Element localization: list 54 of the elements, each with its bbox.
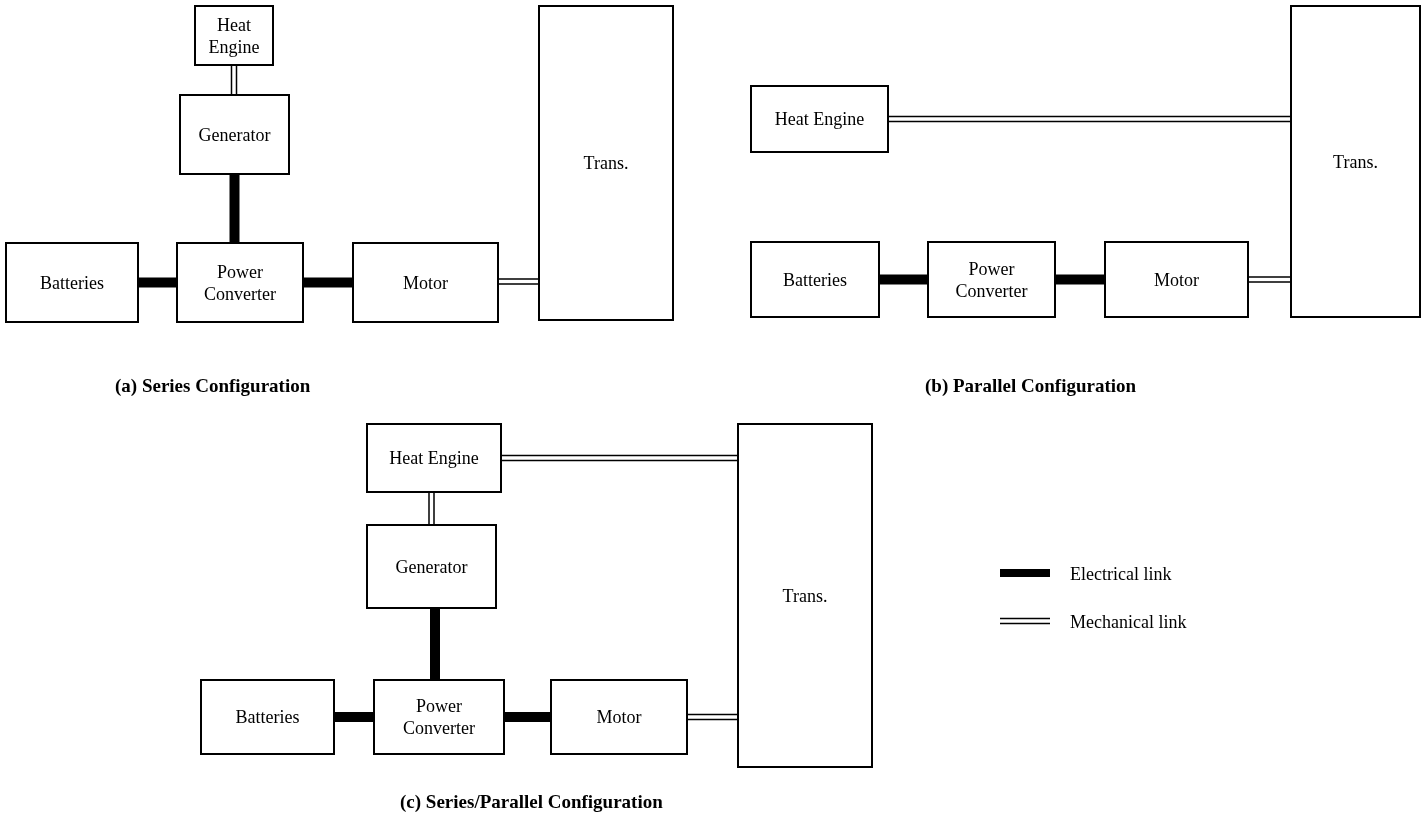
block-box — [750, 85, 889, 153]
electrical-link — [430, 609, 440, 679]
block-label: Trans. — [582, 152, 630, 174]
electrical-link — [229, 175, 240, 242]
block-box — [538, 5, 674, 321]
block-label: Heat Engine — [773, 108, 866, 130]
electrical-link — [1056, 274, 1104, 285]
block-box — [373, 679, 505, 755]
block-box — [750, 241, 880, 318]
block-label: Generator — [197, 123, 272, 146]
block-label: Heat Engine — [388, 447, 480, 469]
block-box — [550, 679, 688, 755]
mechanical-link — [687, 713, 738, 721]
block-box — [352, 242, 499, 323]
electrical-link — [505, 712, 550, 722]
block-label: Batteries — [234, 706, 301, 728]
block-box — [179, 94, 290, 175]
block-label: Motor — [402, 271, 449, 294]
mechanical-link — [498, 278, 539, 285]
mechanical-link — [1248, 276, 1291, 283]
panel-caption: (a) Series Configuration — [115, 374, 311, 398]
legend-label: Electrical link — [1070, 563, 1172, 586]
block-label: Batteries — [39, 271, 105, 294]
mechanical-link — [501, 454, 738, 462]
block-label: Generator — [394, 555, 469, 578]
electrical-link — [304, 277, 352, 288]
block-box — [176, 242, 304, 323]
block-box — [1104, 241, 1249, 318]
mechanical-link — [230, 65, 238, 95]
block-label: Batteries — [782, 268, 848, 291]
block-label: Power Converter — [402, 695, 476, 739]
mechanical-link — [428, 492, 435, 525]
electrical-link — [139, 277, 176, 288]
block-box — [194, 5, 274, 66]
block-label: Trans. — [1332, 150, 1379, 173]
block-label: Power Converter — [203, 260, 277, 305]
block-label: Power Converter — [954, 257, 1029, 302]
block-label: Motor — [595, 706, 643, 728]
block-label: Heat Engine — [207, 13, 261, 58]
block-label: Trans. — [781, 584, 829, 607]
block-box — [366, 423, 502, 493]
block-box — [1290, 5, 1421, 318]
block-box — [200, 679, 335, 755]
block-box — [5, 242, 139, 323]
block-label: Motor — [1153, 268, 1200, 291]
block-box — [366, 524, 497, 609]
electrical-link — [335, 712, 373, 722]
mechanical-link — [888, 115, 1291, 123]
block-box — [737, 423, 873, 768]
block-box — [927, 241, 1056, 318]
electrical-link — [880, 274, 927, 285]
panel-caption: (b) Parallel Configuration — [925, 374, 1137, 398]
legend-label: Mechanical link — [1070, 611, 1187, 634]
panel-caption: (c) Series/Parallel Configuration — [400, 790, 663, 814]
